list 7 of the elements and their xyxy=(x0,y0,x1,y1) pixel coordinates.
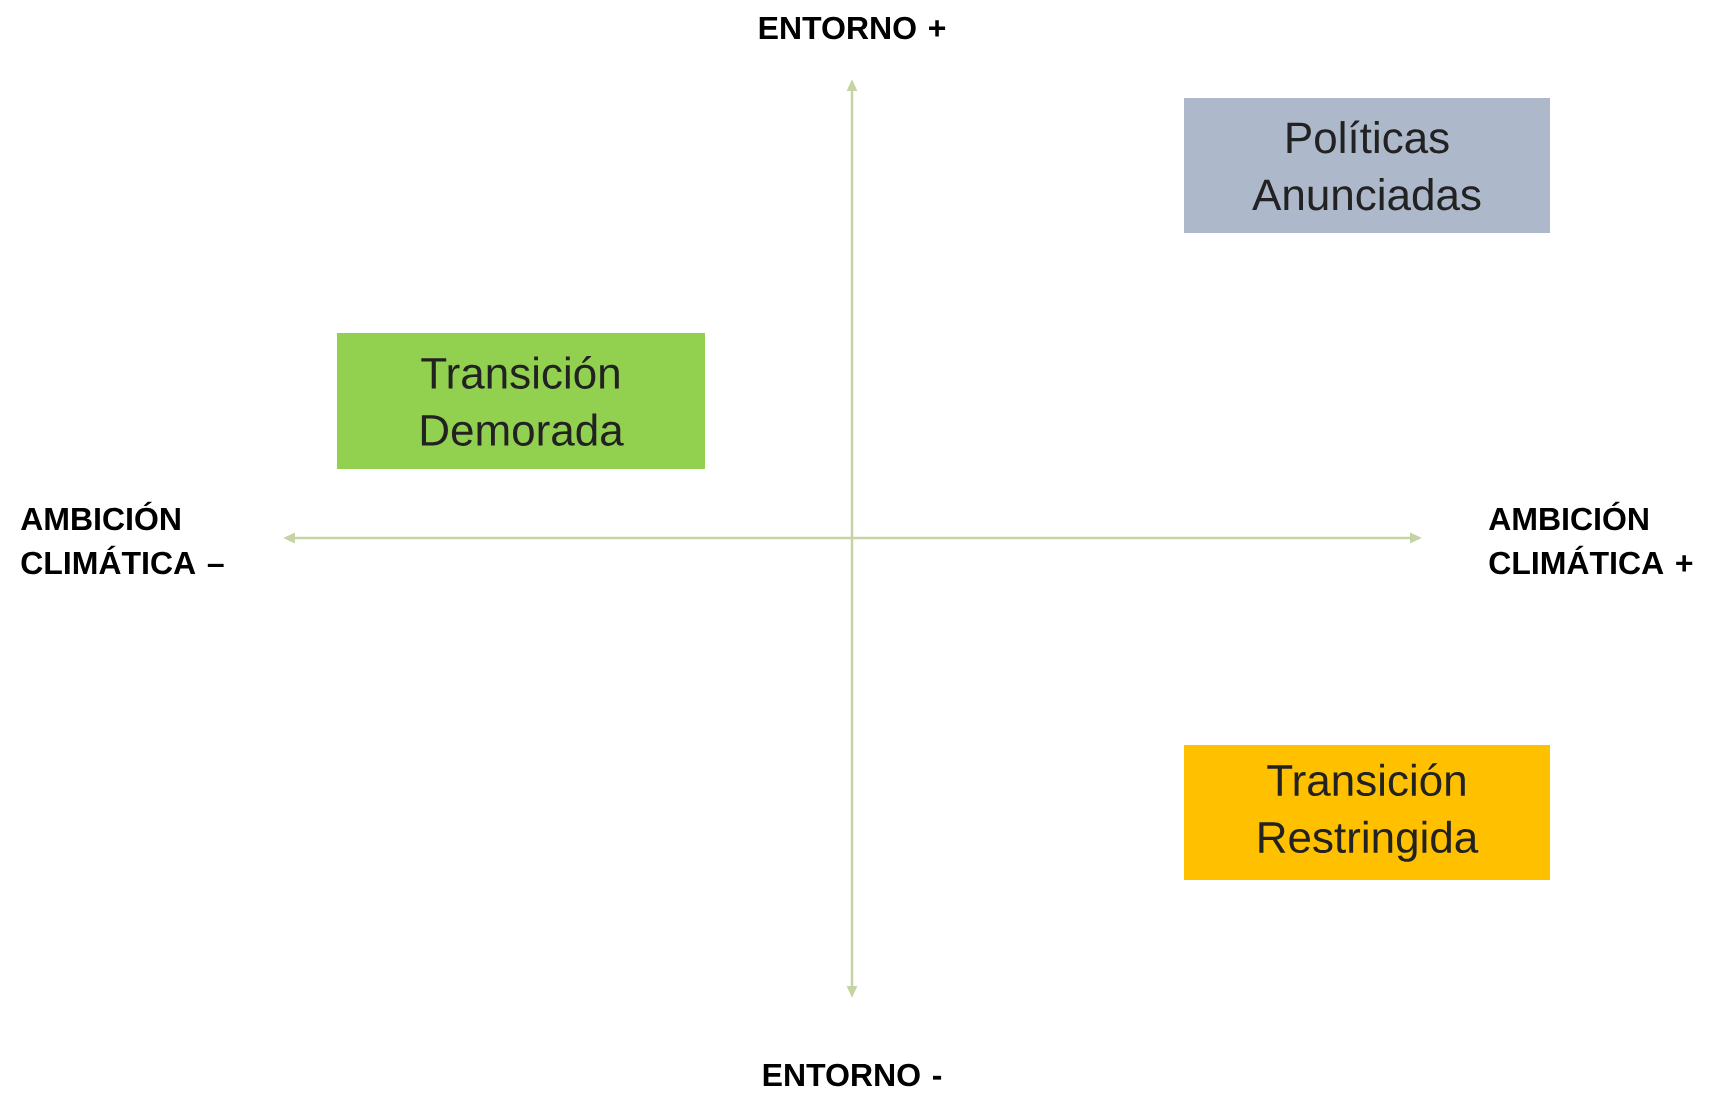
axis-label: ENTORNO - xyxy=(763,1063,942,1087)
scenario-box: Transición Demorada xyxy=(337,333,705,469)
scenario-box: Transición Restringida xyxy=(1184,745,1550,880)
axis-label: ENTORNO + xyxy=(759,16,946,40)
axis-label: AMBICIÓN CLIMÁTICA – xyxy=(21,501,224,575)
axis-label: AMBICIÓN CLIMÁTICA + xyxy=(1489,501,1693,575)
scenario-box: Políticas Anunciadas xyxy=(1184,98,1550,233)
